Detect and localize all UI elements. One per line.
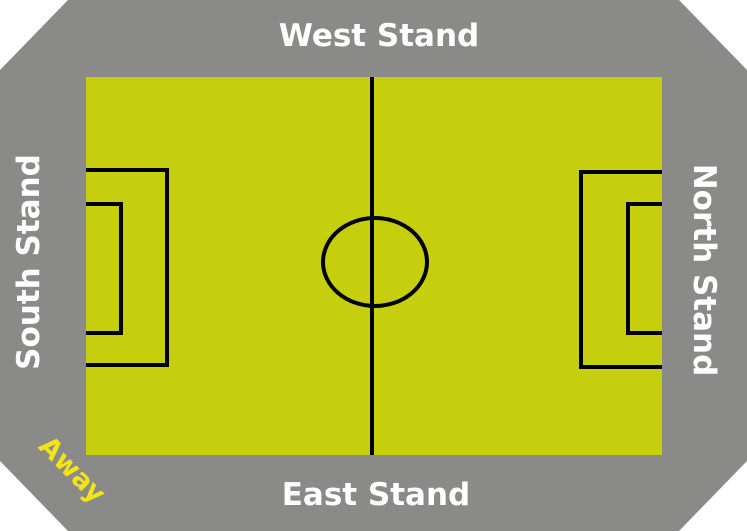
east-stand-label: East Stand: [282, 477, 470, 513]
west-stand-label: West Stand: [279, 18, 480, 54]
left-goal-area: [86, 202, 123, 335]
centre-circle: [321, 216, 429, 308]
north-stand-label: North Stand: [686, 164, 722, 377]
right-penalty-area: [579, 170, 662, 369]
right-goal-area: [626, 202, 662, 335]
left-penalty-area: [86, 168, 169, 367]
south-stand-label: South Stand: [11, 154, 47, 370]
